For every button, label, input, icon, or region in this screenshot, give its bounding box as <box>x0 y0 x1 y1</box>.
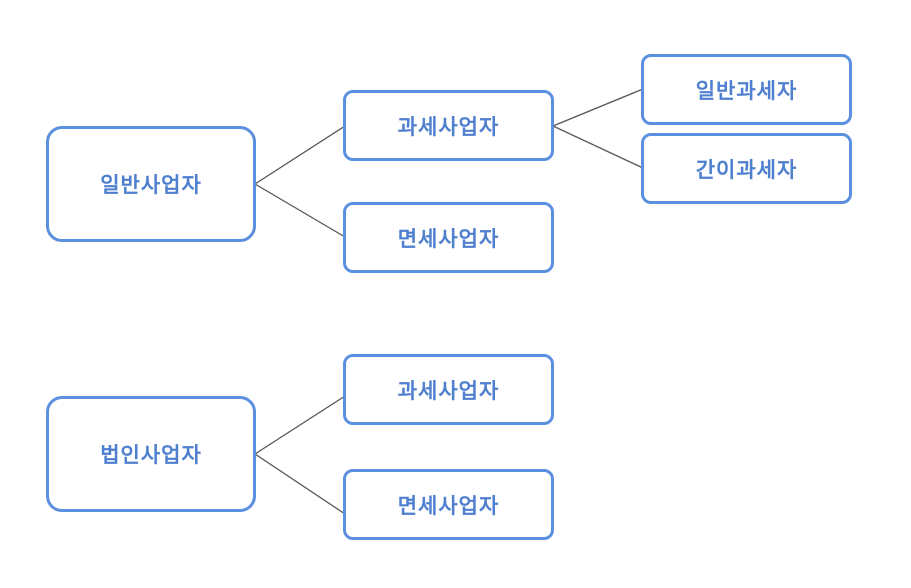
node-general-taxpayer-label: 일반과세자 <box>695 78 798 103</box>
node-corporate-taxable-business: 과세사업자 <box>343 354 554 425</box>
node-individual-exempt-business: 면세사업자 <box>343 202 554 273</box>
connector-corporate-to-taxable <box>254 395 346 455</box>
connector-individual-to-taxable <box>254 125 346 185</box>
node-corporate-business-label: 법인사업자 <box>100 443 202 467</box>
node-general-taxpayer: 일반과세자 <box>641 54 852 125</box>
node-corporate-taxable-business-label: 과세사업자 <box>397 378 500 403</box>
node-individual-business: 일반사업자 <box>46 126 256 242</box>
connector-corporate-to-exempt <box>254 453 346 515</box>
node-simplified-taxpayer: 간이과세자 <box>641 133 852 204</box>
node-individual-taxable-business-label: 과세사업자 <box>397 114 500 139</box>
node-corporate-exempt-business-label: 면세사업자 <box>397 493 500 518</box>
connector-individual-to-exempt <box>254 183 346 238</box>
connector-taxable-to-simplified <box>552 125 644 169</box>
node-individual-taxable-business: 과세사업자 <box>343 90 554 161</box>
node-simplified-taxpayer-label: 간이과세자 <box>695 157 798 182</box>
node-corporate-exempt-business: 면세사업자 <box>343 469 554 540</box>
connector-taxable-to-general <box>552 88 644 127</box>
node-individual-exempt-business-label: 면세사업자 <box>397 226 500 251</box>
node-individual-business-label: 일반사업자 <box>100 173 202 197</box>
node-corporate-business: 법인사업자 <box>46 396 256 512</box>
